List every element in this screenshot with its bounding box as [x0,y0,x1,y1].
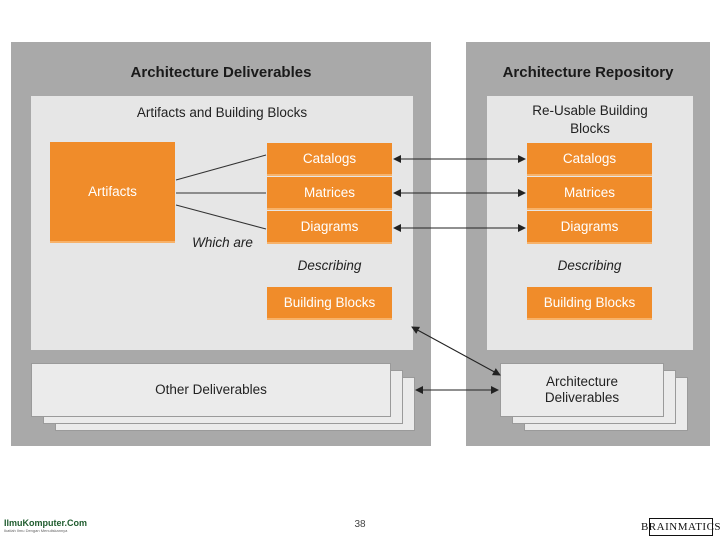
which-are-label: Which are [192,235,253,250]
right-matrices-box: Matrices [527,177,652,210]
left-inner-subtitle: Artifacts and Building Blocks [136,105,308,120]
left-catalogs-box: Catalogs [267,143,392,176]
left-matrices-box: Matrices [267,177,392,210]
right-describing-label: Describing [557,258,622,273]
brainmatics-logo: BRAINMATICS [641,518,720,536]
right-inner-subtitle-line2: Blocks [570,121,610,136]
right-inner-subtitle-line1: Re-Usable Building [532,103,648,118]
arch-deliverables-line2: Deliverables [544,390,620,405]
right-catalogs-box: Catalogs [527,143,652,176]
artifacts-to-diagrams-line [175,204,267,230]
left-describing-label: Describing [297,258,362,273]
left-panel-title: Architecture Deliverables [130,64,312,81]
artifacts-to-catalogs-line [175,154,267,181]
right-diagrams-box: Diagrams [527,211,652,244]
ilmukomputer-logo-text: IlmuKomputer.Com [4,518,88,528]
ilmukomputer-logo: IlmuKomputer.Com Ikatlah Ilmu Dengan Men… [4,518,114,533]
right-building-blocks-box: Building Blocks [527,287,652,320]
ilmukomputer-tagline: Ikatlah Ilmu Dengan Menuliskannya [4,528,68,533]
left-building-blocks-box: Building Blocks [267,287,392,320]
page-number: 38 [354,519,366,530]
artifacts-box: Artifacts [50,142,175,243]
arch-deliverables-sheet: Architecture Deliverables [500,363,664,417]
diagonal-arrow [411,326,501,376]
arch-deliverables-line1: Architecture [545,374,619,389]
other-deliverables-sheet: Other Deliverables [31,363,391,417]
left-diagrams-box: Diagrams [267,211,392,244]
right-panel-title: Architecture Repository [502,64,674,81]
